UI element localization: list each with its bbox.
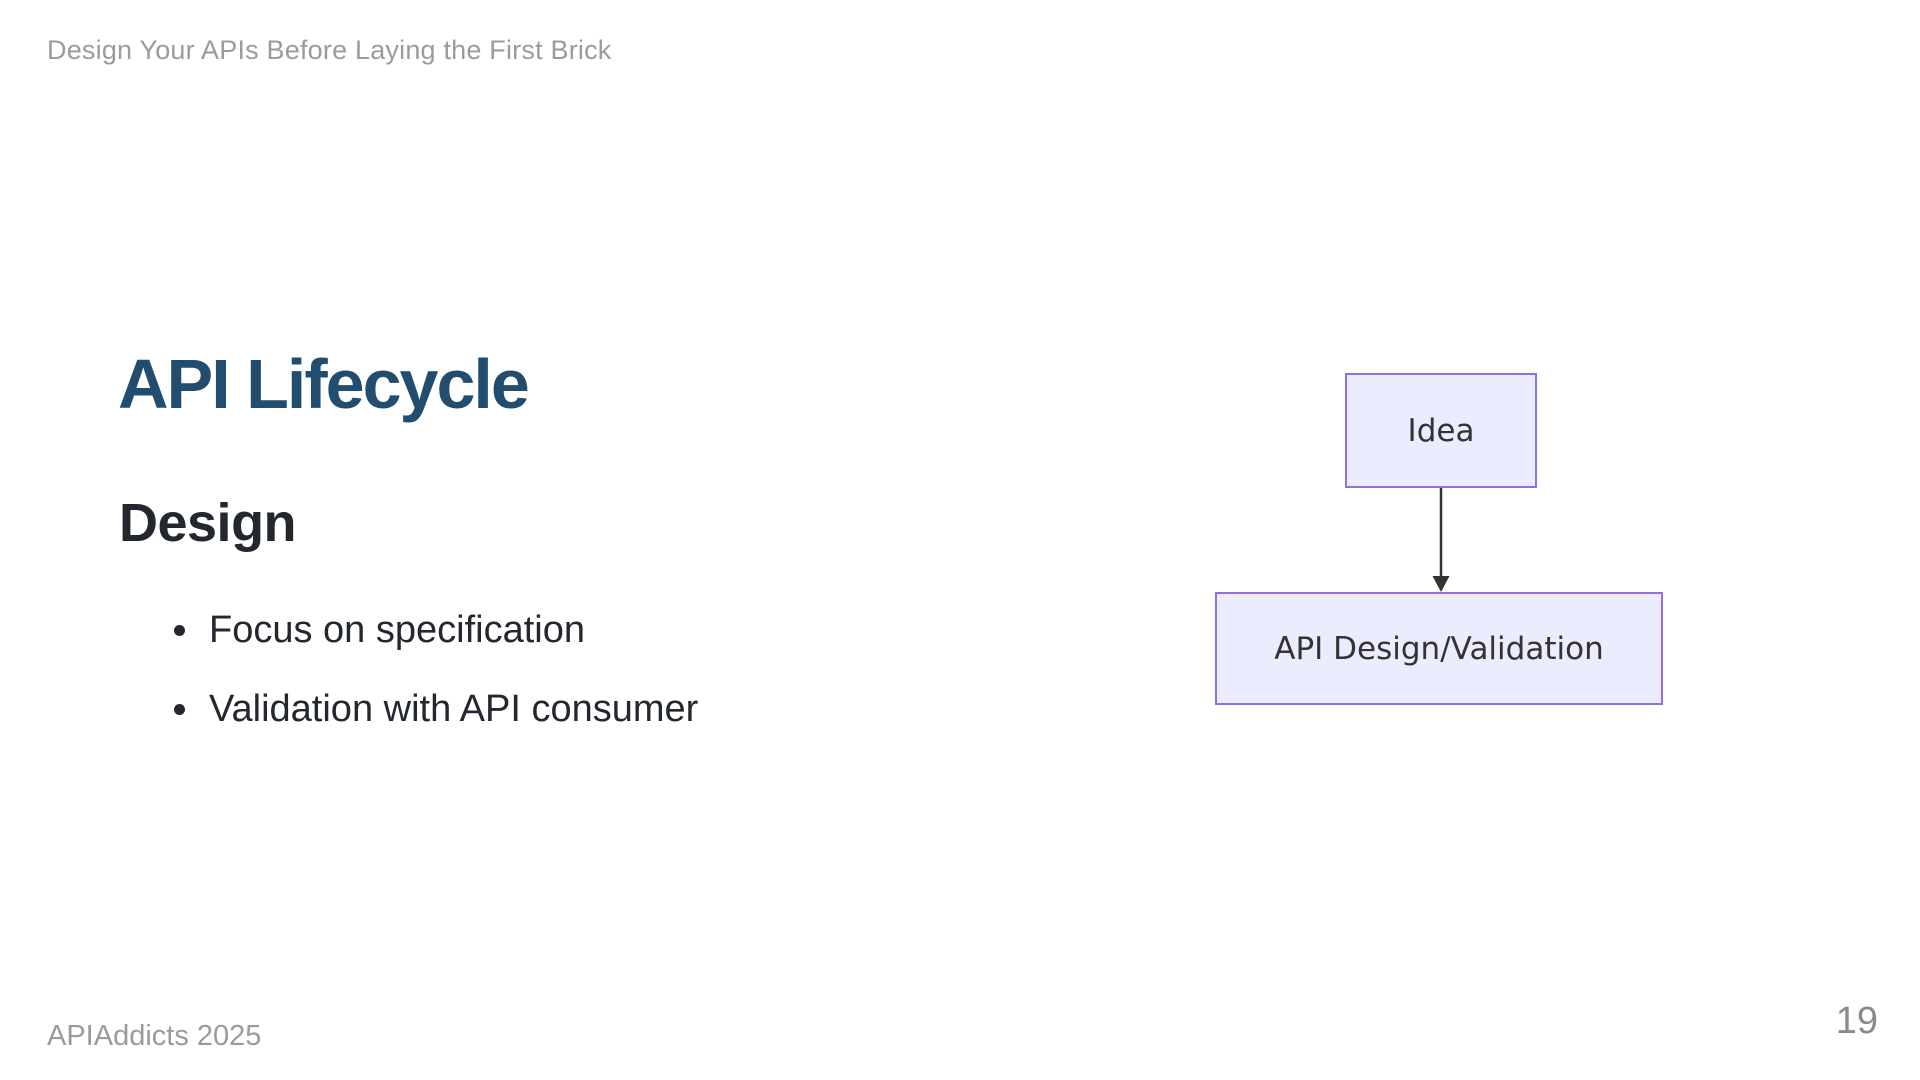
- flowchart-node-idea: Idea: [1345, 373, 1537, 488]
- footer-attribution: APIAddicts 2025: [47, 1020, 262, 1052]
- bullet-item: Focus on specification: [174, 608, 698, 654]
- bullet-item: Validation with API consumer: [174, 687, 698, 733]
- page-title: API Lifecycle: [118, 345, 530, 423]
- flowchart-node-api-design-validation: API Design/Validation: [1215, 592, 1663, 705]
- section-heading: Design: [119, 493, 297, 553]
- page-number: 19: [1835, 1000, 1878, 1042]
- slide-header-title: Design Your APIs Before Laying the First…: [47, 35, 612, 65]
- bullet-list: Focus on specification Validation with A…: [174, 608, 698, 765]
- flowchart-arrow-icon: [1432, 488, 1450, 592]
